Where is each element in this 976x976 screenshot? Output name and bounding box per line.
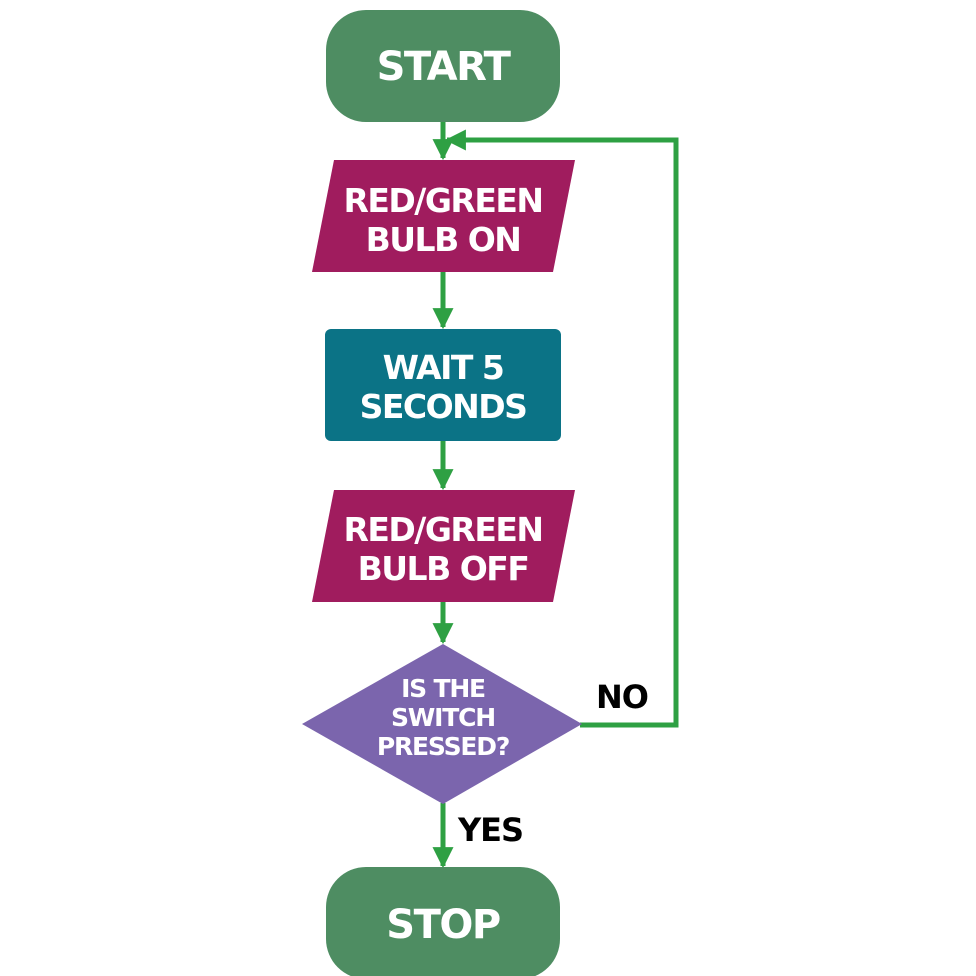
decision-label-line3: PRESSED?: [377, 732, 509, 761]
arrow-decision-no-loop: [444, 129, 679, 728]
decision-node: IS THE SWITCH PRESSED?: [302, 644, 582, 804]
connectors: [432, 122, 679, 869]
bulb-off-node: RED/GREEN BULB OFF: [312, 490, 575, 602]
bulb-off-label-line1: RED/GREEN: [343, 510, 542, 549]
yes-branch-label: YES: [457, 811, 523, 849]
decision-label-line1: IS THE: [401, 674, 485, 703]
wait-label-line2: SECONDS: [360, 387, 527, 426]
stop-label: STOP: [386, 902, 500, 948]
no-branch-label: NO: [596, 678, 648, 716]
wait-label-line1: WAIT 5: [383, 348, 504, 387]
bulb-on-label-line2: BULB ON: [366, 220, 521, 259]
decision-label-line2: SWITCH: [391, 703, 495, 732]
bulb-off-label-line2: BULB OFF: [358, 549, 529, 588]
start-label: START: [377, 44, 512, 90]
bulb-on-node: RED/GREEN BULB ON: [312, 160, 575, 272]
wait-node: WAIT 5 SECONDS: [325, 329, 561, 441]
stop-node: STOP: [326, 867, 560, 976]
bulb-on-label-line1: RED/GREEN: [343, 181, 542, 220]
start-node: START: [326, 10, 560, 122]
